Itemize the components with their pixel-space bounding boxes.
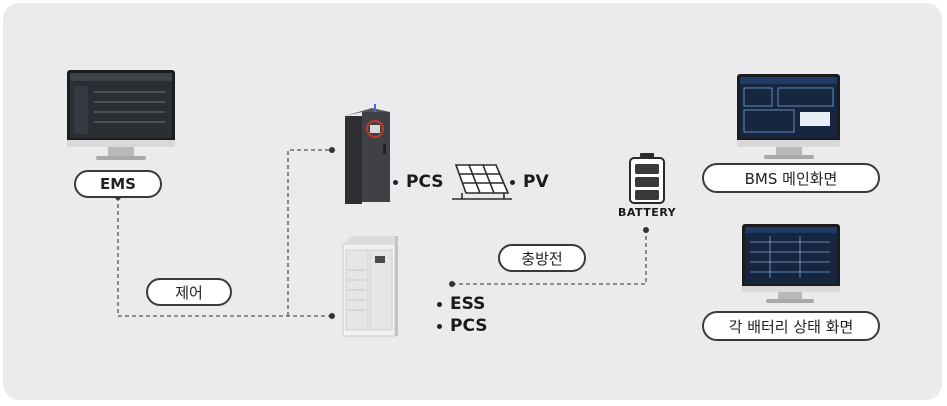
bullet-icon xyxy=(510,179,515,185)
pcs-cabinet-icon xyxy=(345,104,390,204)
bms-main-monitor-icon xyxy=(737,74,840,159)
connector-ems-ess xyxy=(117,197,332,317)
bullet-icon xyxy=(393,179,398,185)
ems-monitor-icon xyxy=(67,70,175,160)
pv-label: PV xyxy=(510,172,549,192)
charge-discharge-label: 충방전 xyxy=(521,249,563,268)
bms-main-screen-label: BMS 메인화면 xyxy=(744,169,838,188)
pv-panel-icon xyxy=(452,164,512,200)
connector-dot xyxy=(329,147,335,153)
connector-battery xyxy=(452,230,647,285)
connector-dot xyxy=(329,313,335,319)
connector-dot xyxy=(643,227,649,233)
connector-pcs xyxy=(287,149,332,316)
bullet-icon xyxy=(437,301,442,307)
bms-main-screen-pill: BMS 메인화면 xyxy=(702,163,880,193)
ems-label-pill: EMS xyxy=(74,170,162,198)
battery-icon xyxy=(629,153,665,204)
battery-status-screen-pill: 각 배터리 상태 화면 xyxy=(702,311,880,341)
ems-label: EMS xyxy=(100,175,136,193)
pcs-bottom-label: PCS xyxy=(437,316,488,336)
ess-label: ESS xyxy=(437,294,485,314)
battery-status-screen-label: 각 배터리 상태 화면 xyxy=(728,317,854,336)
charge-discharge-label-pill: 충방전 xyxy=(498,244,586,272)
control-label: 제어 xyxy=(175,283,203,302)
connector-lines xyxy=(117,149,647,317)
battery-label: BATTERY xyxy=(618,206,677,219)
bullet-icon xyxy=(437,323,442,329)
ess-cabinet-icon xyxy=(342,236,398,337)
battery-status-monitor-icon xyxy=(742,224,840,303)
connector-dot xyxy=(449,281,455,287)
control-label-pill: 제어 xyxy=(146,278,232,306)
pcs-top-label: PCS xyxy=(393,172,444,192)
